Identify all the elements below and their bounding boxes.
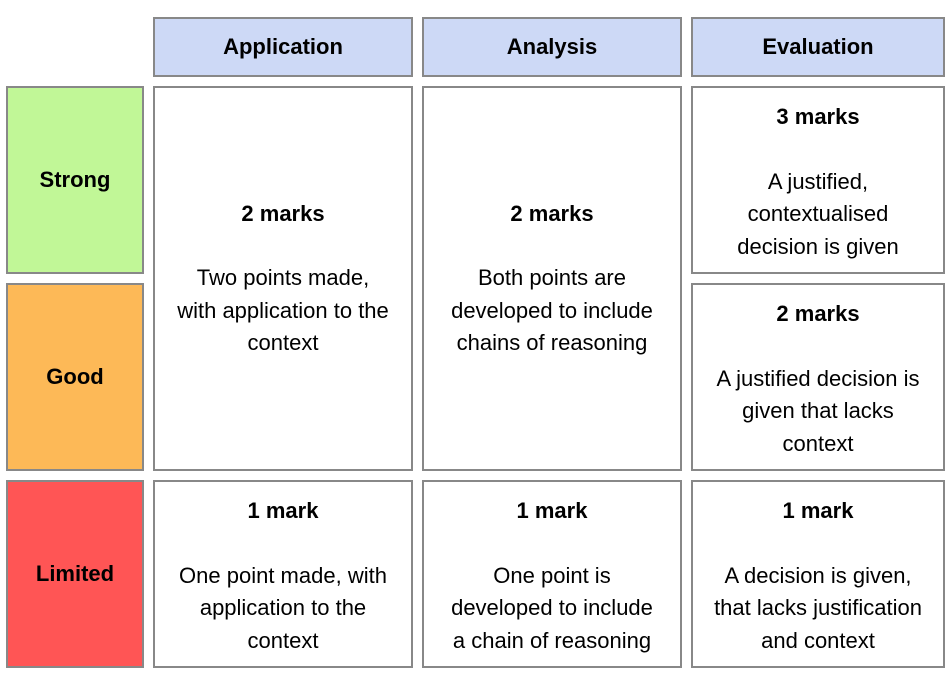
- descriptor-line: Both points are: [478, 265, 626, 290]
- descriptor-line: that lacks justification: [714, 595, 922, 620]
- level-label: Good: [46, 364, 104, 389]
- column-header-label: Analysis: [506, 34, 598, 59]
- cell-analysis-limited: 1 mark One point is developed to include…: [422, 480, 682, 668]
- descriptor-line: context: [782, 430, 854, 456]
- level-strong: Strong: [6, 86, 144, 274]
- cell-evaluation-strong: 3 marks A justified, contextualised deci…: [691, 86, 945, 274]
- descriptor-line: context: [247, 330, 319, 355]
- level-good: Good: [6, 283, 144, 471]
- marks-label: 1 mark: [247, 498, 319, 523]
- column-header-analysis: Analysis: [422, 17, 682, 77]
- descriptor-line: developed to include: [451, 595, 653, 620]
- column-header-evaluation: Evaluation: [691, 17, 945, 77]
- level-limited: Limited: [6, 480, 144, 668]
- column-header-label: Evaluation: [762, 34, 874, 59]
- cell-analysis-strong-good: 2 marks Both points are developed to inc…: [422, 86, 682, 471]
- cell-evaluation-limited: 1 mark A decision is given, that lacks j…: [691, 480, 945, 668]
- marks-label: 1 mark: [782, 498, 854, 523]
- descriptor-line: developed to include: [451, 297, 653, 323]
- descriptor-line: context: [247, 627, 319, 653]
- descriptor-line: A justified decision is: [716, 365, 920, 391]
- marks-label: 2 marks: [241, 200, 325, 226]
- descriptor-line: A justified,: [767, 168, 869, 194]
- column-header-application: Application: [153, 17, 413, 77]
- descriptor-line: and context: [761, 627, 875, 653]
- level-label: Strong: [39, 167, 111, 192]
- descriptor-line: A decision is given,: [724, 562, 912, 588]
- cell-evaluation-good: 2 marks A justified decision is given th…: [691, 283, 945, 471]
- descriptor-line: given that lacks: [742, 398, 894, 423]
- marks-label: 2 marks: [510, 200, 594, 226]
- descriptor-line: One point made, with: [179, 562, 387, 588]
- marks-label: 1 mark: [516, 498, 588, 523]
- descriptor-line: with application to the: [177, 297, 389, 323]
- descriptor-line: contextualised: [747, 201, 889, 226]
- descriptor-line: a chain of reasoning: [452, 627, 652, 653]
- column-header-label: Application: [223, 34, 343, 59]
- descriptor-line: application to the: [199, 595, 367, 620]
- descriptor-line: decision is given: [737, 233, 899, 259]
- marks-label: 2 marks: [776, 301, 860, 326]
- cell-application-strong-good: 2 marks Two points made, with applicatio…: [153, 86, 413, 471]
- cell-application-limited: 1 mark One point made, with application …: [153, 480, 413, 668]
- descriptor-line: chains of reasoning: [456, 330, 648, 355]
- level-label: Limited: [35, 561, 115, 586]
- marks-label: 3 marks: [776, 104, 860, 129]
- descriptor-line: Two points made,: [196, 265, 370, 290]
- descriptor-line: One point is: [493, 562, 611, 588]
